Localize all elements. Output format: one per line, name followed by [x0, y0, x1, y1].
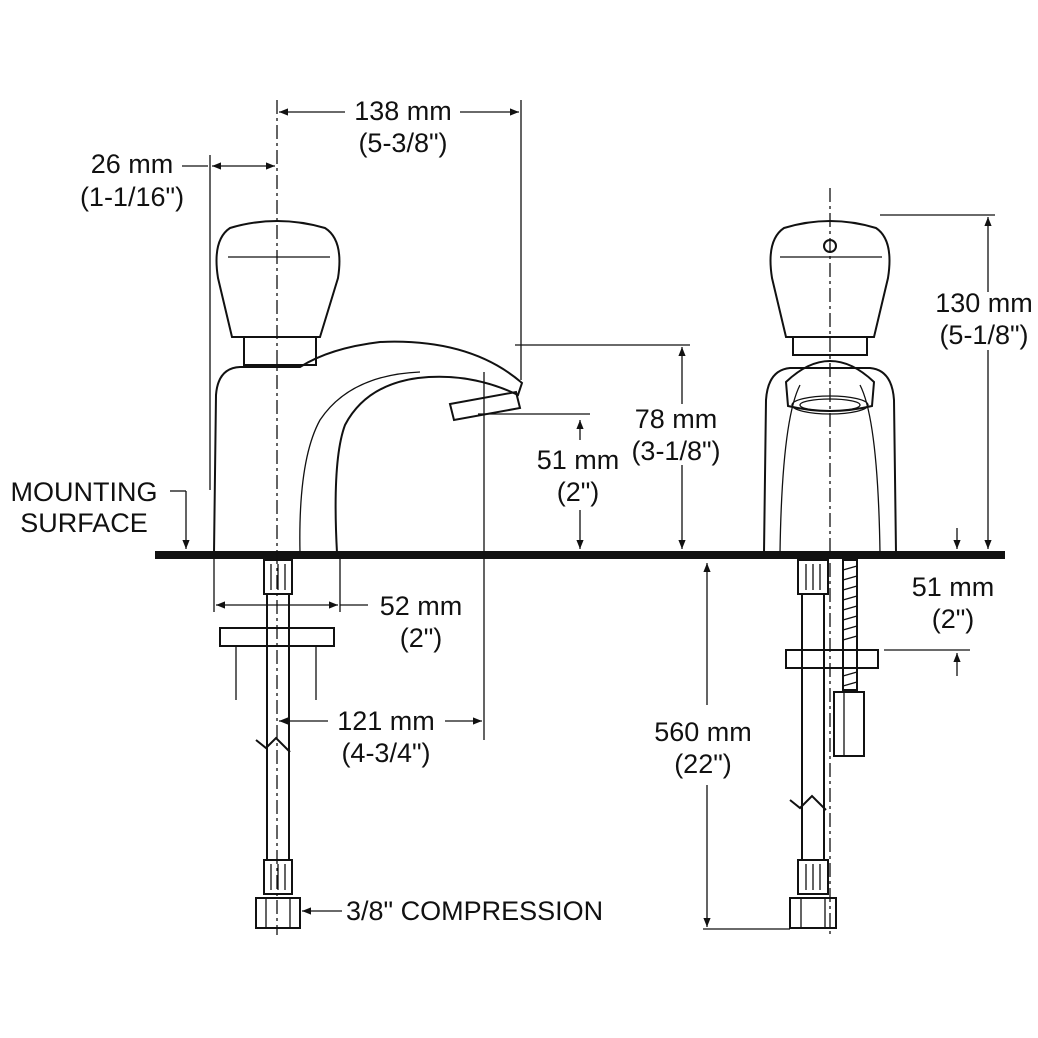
- dim-560mm: 560 mm (22"): [654, 563, 790, 930]
- threaded-rod: [842, 559, 858, 691]
- dim-138mm: 138 mm (5-3/8"): [279, 96, 522, 380]
- mounting-label-line2: SURFACE: [20, 508, 148, 538]
- dim-130-in-label: (5-1/8"): [939, 320, 1028, 350]
- dim-121mm: 121 mm (4-3/4"): [279, 706, 482, 768]
- dim-26-mm-label: 26 mm: [91, 149, 174, 179]
- dim-138-in-label: (5-3/8"): [358, 128, 447, 158]
- dim-121-mm-label: 121 mm: [337, 706, 435, 736]
- left-faucet-side-view: [213, 220, 524, 929]
- right-lock-nut: [785, 649, 879, 669]
- right-handle: [769, 220, 891, 338]
- dim-51-deck-mm-label: 51 mm: [912, 572, 995, 602]
- dim-51mm-spout: 51 mm (2"): [478, 372, 619, 740]
- mounting-label-line1: MOUNTING: [11, 477, 158, 507]
- dim-121-in-label: (4-3/4"): [341, 738, 430, 768]
- dim-78mm: 78 mm (3-1/8"): [515, 344, 721, 549]
- left-compression-nut: [255, 897, 301, 929]
- dim-78-in-label: (3-1/8"): [631, 436, 720, 466]
- dim-52-in-label: (2"): [400, 623, 443, 653]
- compression-label: 3/8" COMPRESSION: [346, 896, 603, 926]
- dim-51-spout-mm-label: 51 mm: [537, 445, 620, 475]
- right-compression-nut: [789, 897, 837, 929]
- dim-51mm-deck: 51 mm (2"): [884, 528, 994, 676]
- dim-130-mm-label: 130 mm: [935, 288, 1033, 318]
- dim-78-mm-label: 78 mm: [635, 404, 718, 434]
- left-compression-ferrule: [263, 859, 293, 895]
- right-compression-ferrule: [797, 859, 829, 895]
- left-aerator: [448, 390, 522, 422]
- dim-51-spout-in-label: (2"): [557, 477, 600, 507]
- dim-52-mm-label: 52 mm: [380, 591, 463, 621]
- left-handle: [215, 220, 341, 338]
- mounting-surface-callout: MOUNTING SURFACE: [11, 477, 190, 549]
- dim-560-in-label: (22"): [674, 749, 732, 779]
- mounting-nut: [833, 691, 865, 757]
- dim-26-in-label: (1-1/16"): [80, 182, 184, 212]
- dim-130mm: 130 mm (5-1/8"): [880, 214, 1033, 549]
- mounting-surface-line: [155, 551, 1005, 559]
- dim-52mm: 52 mm (2"): [213, 559, 463, 653]
- dim-51-deck-in-label: (2"): [932, 604, 975, 634]
- dim-560-mm-label: 560 mm: [654, 717, 752, 747]
- dim-138-mm-label: 138 mm: [354, 96, 452, 126]
- dim-26mm: 26 mm (1-1/16"): [80, 149, 275, 490]
- left-spout-body: [213, 340, 524, 554]
- compression-callout: 3/8" COMPRESSION: [302, 896, 603, 926]
